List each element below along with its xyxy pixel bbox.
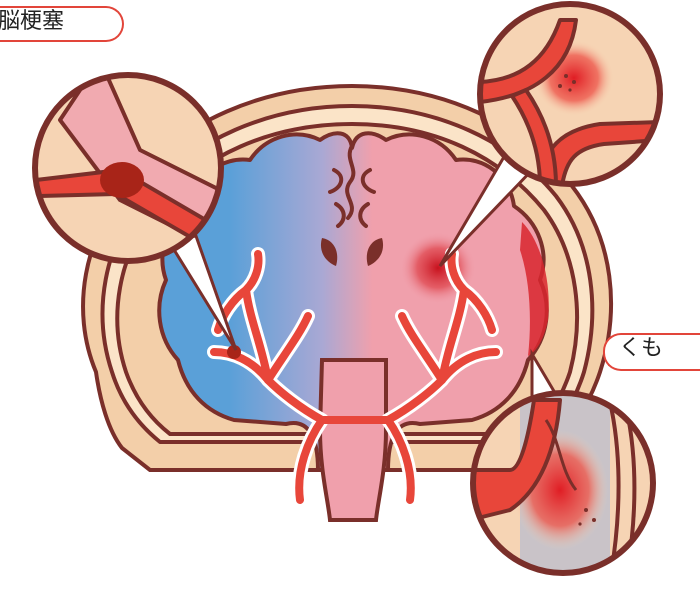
- brainstem: [320, 360, 386, 520]
- magnifier-hemorrhage: [480, 4, 660, 186]
- label-cerebral-infarction: 脳梗塞: [0, 6, 124, 42]
- label-subarachnoid-hemorrhage: くも: [603, 333, 700, 371]
- blood-clot-icon: [100, 162, 144, 198]
